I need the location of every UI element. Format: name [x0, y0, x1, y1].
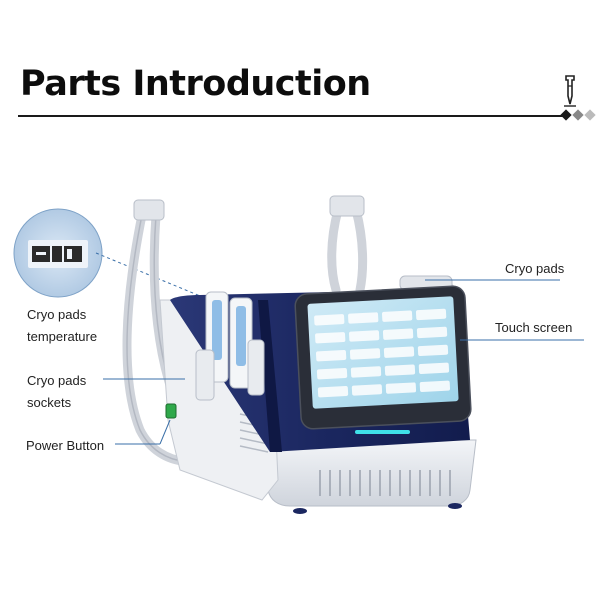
temperature-callout-line [95, 252, 206, 299]
screen-glow-strip [355, 430, 410, 434]
callout-cryo-temperature: Cryo pads temperature [27, 307, 98, 344]
cryo-pad-applicators [195, 291, 265, 401]
callout-cryo-sockets: Cryo pads sockets [27, 373, 87, 410]
callout-touch-screen: Touch screen [495, 320, 573, 335]
header-divider [18, 115, 564, 117]
callout-cryo-pads: Cryo pads [505, 261, 565, 276]
callout-power-button: Power Button [26, 438, 105, 453]
page-title: Parts Introduction [20, 64, 371, 104]
pen-logo-icon [564, 75, 576, 107]
temperature-zoom-circle [13, 208, 103, 298]
power-button-shape [165, 403, 177, 419]
